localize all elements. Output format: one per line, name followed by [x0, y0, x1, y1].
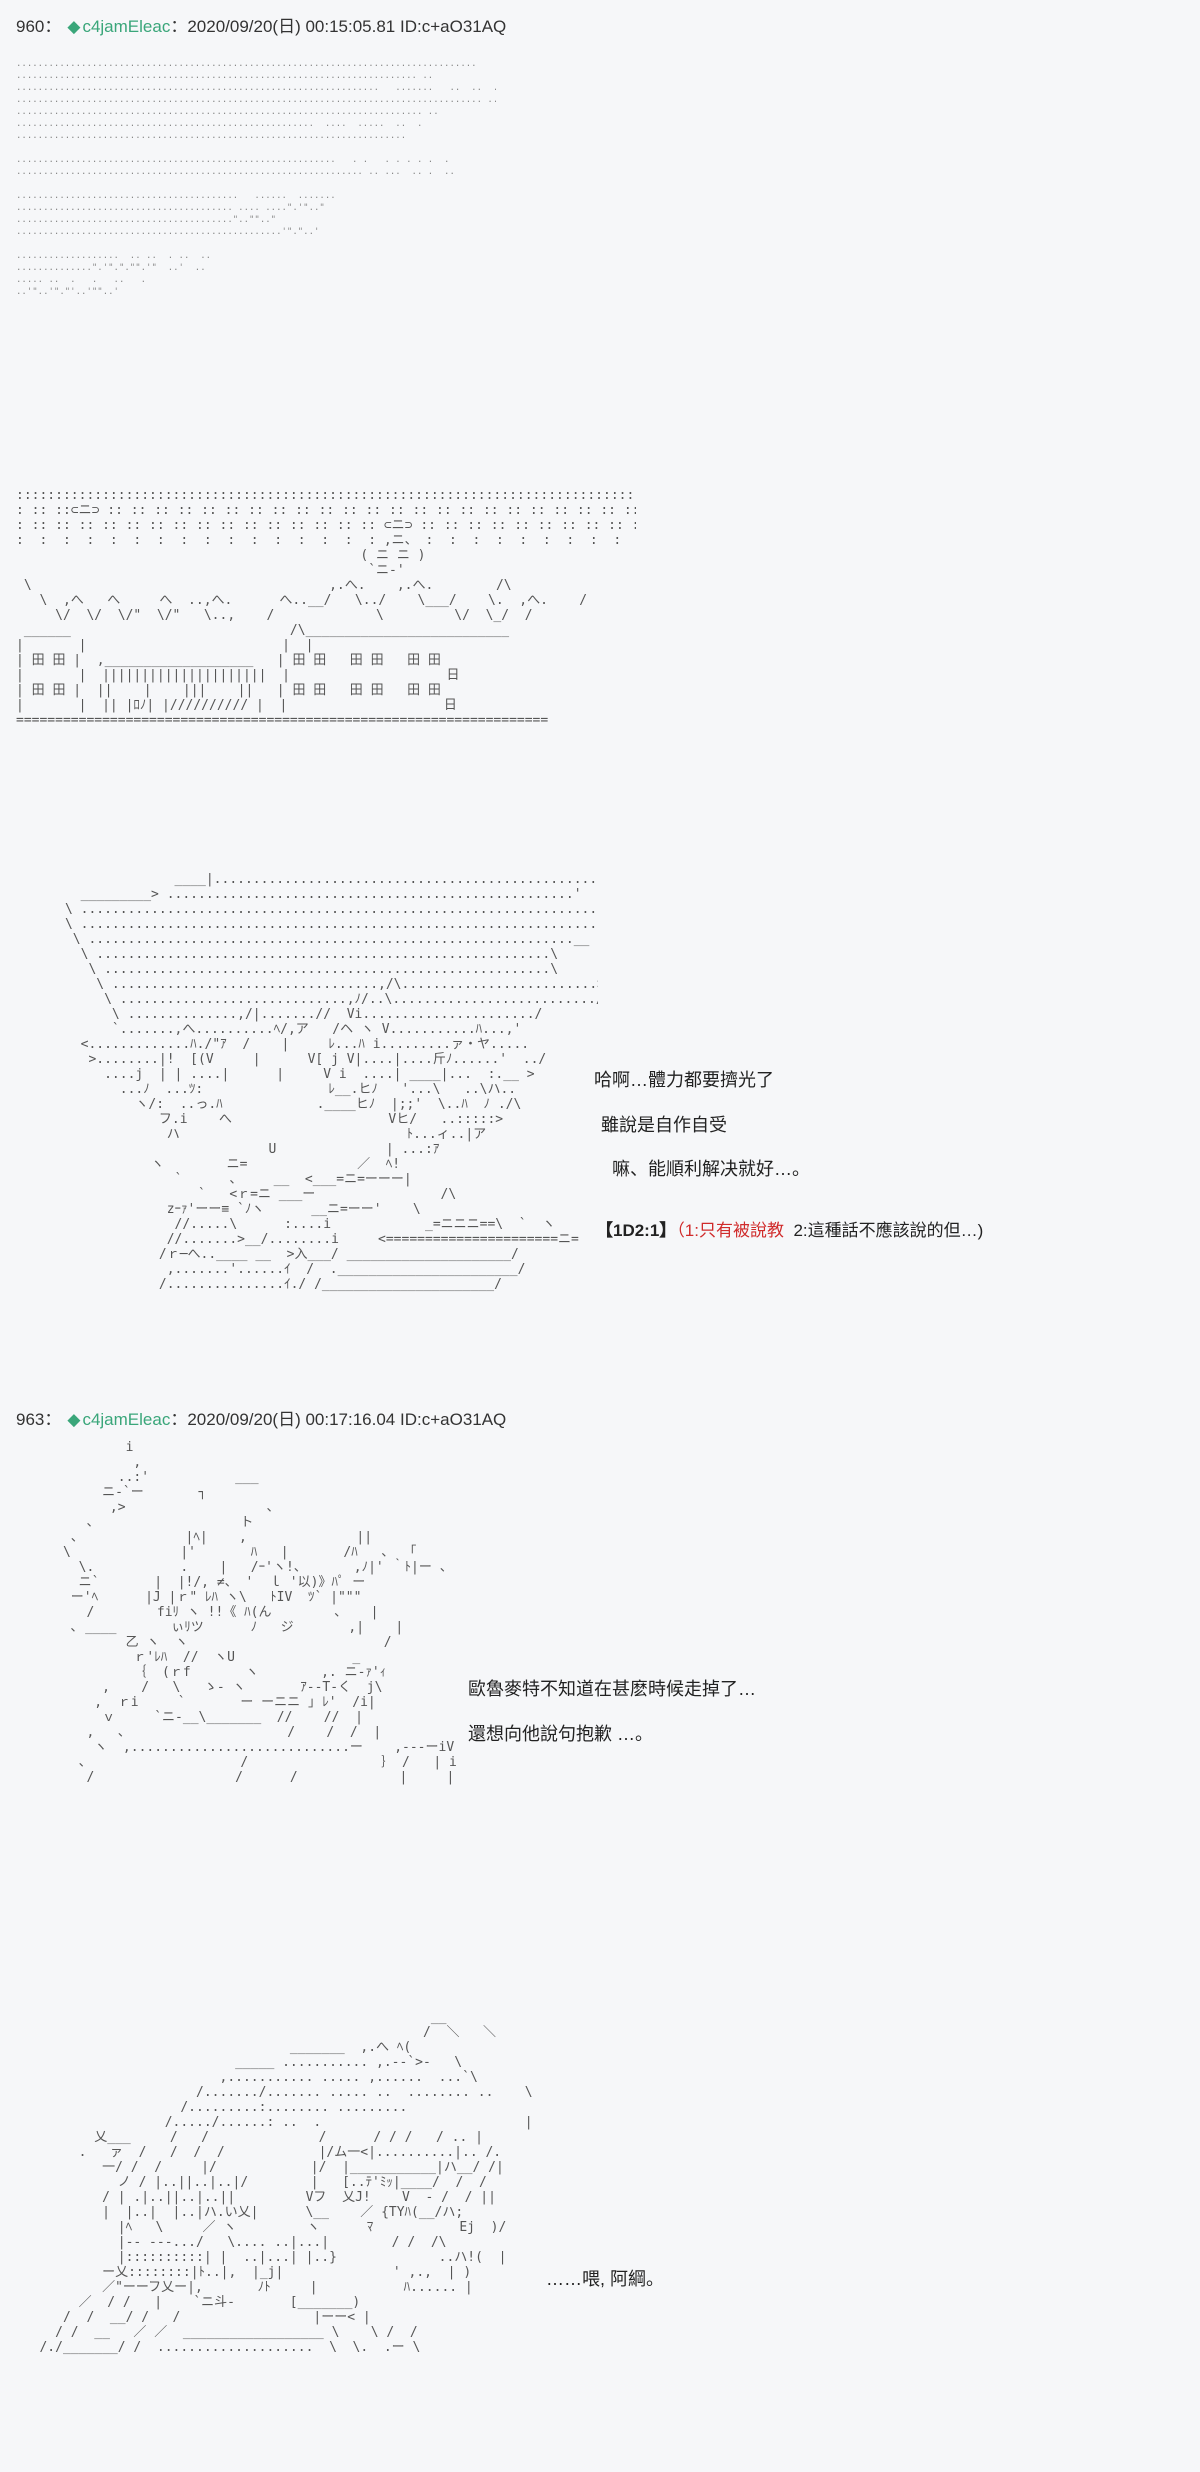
- post-number: 960: [16, 17, 45, 36]
- ascii-art-sky: ........................................…: [16, 59, 496, 297]
- diamond-icon: ◆: [67, 1410, 81, 1429]
- poster-name[interactable]: c4jamEleac: [82, 17, 171, 36]
- ascii-art-character-2: i /____ , { ..:' ___ / ニ: [62, 1440, 457, 1785]
- choice-option-1: （1:只有被說教: [676, 1221, 784, 1240]
- caption-960-line-3: 嘛、能順利解决就好…。: [612, 1159, 810, 1179]
- caption-963-line-2: 還想向他說句抱歉 …。: [468, 1724, 654, 1744]
- ascii-art-character-3: __ / ＼ ＼ _______ ,.へ ﾍ( _____ ..........…: [39, 2010, 533, 2355]
- post-number: 963: [16, 1410, 45, 1429]
- post-number-separator: ：: [44, 1410, 62, 1429]
- post-header: 960： ◆c4jamEleac：2020/09/20(日) 00:15:05.8…: [16, 12, 506, 37]
- caption-960-line-1: 哈啊…體力都要擠光了: [594, 1070, 774, 1090]
- poster-name[interactable]: c4jamEleac: [82, 1410, 171, 1429]
- post-meta: ：2020/09/20(日) 00:17:16.04 ID:c+aO31AQ: [170, 1410, 507, 1429]
- caption-960-line-2: 雖說是自作自受: [601, 1115, 727, 1135]
- diamond-icon: ◆: [67, 17, 81, 36]
- post-meta: ：2020/09/20(日) 00:15:05.81 ID:c+aO31AQ: [170, 17, 507, 36]
- dice-tag: 【1D2:1】: [596, 1221, 677, 1240]
- ascii-art-character-1: ____|...................................…: [64, 872, 598, 1292]
- caption-963-line-1: 歐魯麥特不知道在甚麽時候走掉了…: [468, 1679, 756, 1699]
- choice-option-2: 2:這種話不應該說的但…): [793, 1221, 984, 1240]
- dice-choice: 【1D2:1】（1:只有被說教 2:這種話不應該說的但…): [596, 1216, 983, 1241]
- post-number-separator: ：: [44, 17, 62, 36]
- ascii-art-landscape: ::::::::::::::::::::::::::::::::::::::::…: [16, 488, 636, 728]
- caption-963-line-3: ……喂, 阿綱。: [546, 2269, 665, 2289]
- post-header: 963： ◆c4jamEleac：2020/09/20(日) 00:17:16.0…: [16, 1405, 506, 1430]
